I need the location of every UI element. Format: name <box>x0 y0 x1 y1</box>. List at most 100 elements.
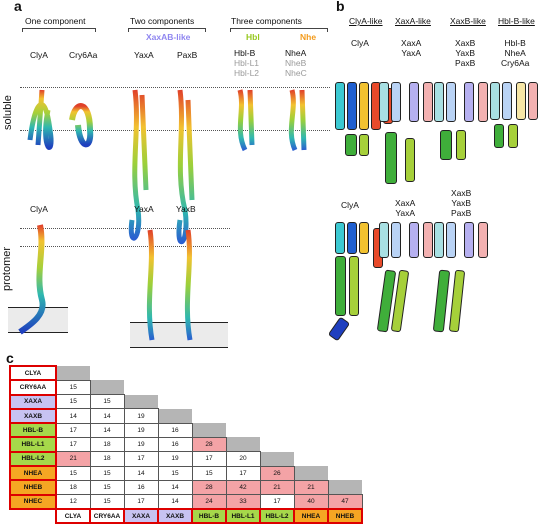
helix-a7 <box>423 222 433 258</box>
matrix-empty-cell <box>328 380 362 394</box>
matrix-empty-cell <box>226 366 260 380</box>
matrix-row-header: CLYA <box>9 364 57 382</box>
topology-xaxb-protomer <box>432 222 492 347</box>
ribbon-clya-protomer <box>18 224 46 335</box>
nhe-names: NheA NheB NheC <box>285 48 307 78</box>
matrix-cell: 15 <box>55 465 91 481</box>
matrix-cell: 47 <box>327 494 363 510</box>
matrix-cell: 21 <box>293 479 329 496</box>
helix-a3 <box>391 222 401 258</box>
matrix-empty-cell <box>260 380 294 394</box>
b-top-hblb: Hbl-B NheA Cry6Aa <box>501 38 529 68</box>
header-hbl: Hbl <box>246 32 260 42</box>
ribbon-cry6aa <box>69 103 94 148</box>
matrix-empty-cell <box>328 366 362 380</box>
matrix-diagonal-cell <box>192 423 226 438</box>
matrix-empty-cell <box>260 409 294 423</box>
matrix-cell: 14 <box>89 408 125 424</box>
helix-a2 <box>490 82 500 120</box>
label-clya-protomer: ClyA <box>30 204 48 214</box>
matrix-empty-cell <box>328 437 362 451</box>
matrix-cell: 21 <box>259 479 295 496</box>
guide-line <box>20 87 330 88</box>
matrix-cell: 21 <box>55 451 91 467</box>
helix-a4 <box>440 130 452 160</box>
matrix-empty-cell <box>328 466 362 480</box>
matrix-empty-cell <box>192 409 226 423</box>
matrix-row-header: HBL-B <box>9 422 57 439</box>
b-bottom-xaxb-3: PaxB <box>451 208 472 218</box>
helix-a7 <box>423 82 433 122</box>
helix-a4 <box>494 124 504 148</box>
matrix-column-header: XAXA <box>123 507 159 525</box>
b-top-xaxb-3: PaxB <box>455 58 476 68</box>
matrix-empty-cell <box>226 395 260 409</box>
hbl-name-b: Hbl-B <box>234 48 256 58</box>
matrix-empty-cell <box>90 366 124 380</box>
bracket-two <box>128 28 206 32</box>
helix-a2 <box>434 82 444 122</box>
matrix-empty-cell <box>260 437 294 451</box>
matrix-cell: 19 <box>123 422 159 438</box>
b-top-xaxb-2: YaxB <box>455 48 475 58</box>
helix-a2 <box>379 82 389 122</box>
matrix-row: CLYA <box>9 364 362 382</box>
header-three-components: Three components <box>231 16 302 26</box>
b-top-hblb-3: Cry6Aa <box>501 58 530 68</box>
matrix-cell: 15 <box>89 479 125 496</box>
matrix-cell: 12 <box>55 494 91 510</box>
b-bottom-xaxa-2: YaxA <box>395 208 415 218</box>
matrix-cell: 18 <box>89 436 125 453</box>
matrix-cell: 15 <box>89 394 125 410</box>
b-header-xaxa-like: XaxA-like <box>395 16 431 26</box>
nhe-name-c: NheC <box>285 68 307 78</box>
matrix-diagonal-cell <box>56 366 90 381</box>
matrix-row-header: NHEB <box>9 479 57 496</box>
helix-a1 <box>327 316 351 342</box>
matrix-empty-cell <box>260 395 294 409</box>
topology-xaxa-protomer <box>376 222 437 347</box>
header-xaxab-like: XaxAB-like <box>146 32 191 42</box>
matrix-cell: 14 <box>123 465 159 481</box>
b-bottom-xaxb: XaxB YaxB PaxB <box>451 188 471 218</box>
b-header-clya-like: ClyA-like <box>349 16 383 26</box>
helix-a3 <box>446 222 456 258</box>
matrix-column-header: HBL-L2 <box>259 507 295 525</box>
matrix-empty-cell <box>294 366 328 380</box>
helix-a6 <box>516 82 526 120</box>
bracket-three <box>230 28 328 32</box>
matrix-row-header: CRY6AA <box>9 379 57 396</box>
bracket-one <box>22 28 96 32</box>
matrix-diagonal-cell <box>260 451 294 467</box>
matrix-row-header: XAXB <box>9 407 57 425</box>
matrix-cell: 14 <box>55 408 91 424</box>
label-cry6aa: Cry6Aa <box>69 50 98 60</box>
helix-a5 <box>349 256 359 316</box>
helix-a4 <box>432 269 451 333</box>
matrix-empty-cell <box>294 380 328 394</box>
protomer-structures <box>18 224 193 341</box>
b-top-xaxa-1: XaxA <box>401 38 422 48</box>
helix-a2 <box>379 222 389 258</box>
matrix-cell: 17 <box>259 494 295 510</box>
ribbon-nhea <box>288 89 307 152</box>
matrix-cell: 15 <box>55 379 91 396</box>
matrix-cell: 17 <box>55 422 91 438</box>
hbl-names: Hbl-B Hbl-L1 Hbl-L2 <box>234 48 259 78</box>
matrix-empty-cell <box>294 423 328 437</box>
matrix-empty-cell <box>294 437 328 451</box>
helix-a4 <box>345 134 357 156</box>
matrix-cell: 14 <box>157 494 193 510</box>
matrix-cell: 26 <box>259 465 295 481</box>
ribbon-yaxa <box>128 89 149 241</box>
matrix-cell: 17 <box>191 451 227 467</box>
helix-a3 <box>347 222 357 254</box>
topology-clya-protomer <box>327 222 398 347</box>
matrix-cell: 24 <box>191 494 227 510</box>
helix-a7 <box>478 82 488 122</box>
matrix-cell: 18 <box>89 451 125 467</box>
matrix-cell: 15 <box>89 465 125 481</box>
